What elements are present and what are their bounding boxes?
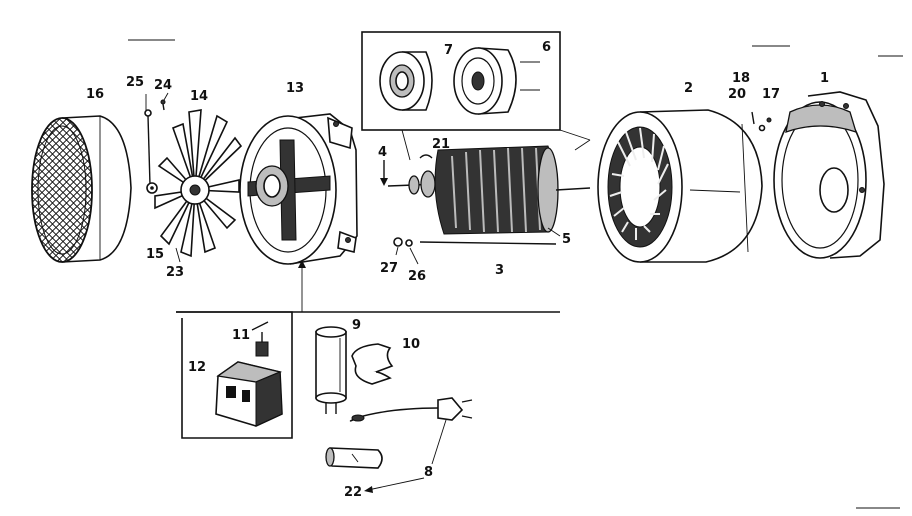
sleeve-icon: [325, 447, 383, 469]
callout-15: 15: [146, 247, 164, 262]
callout-1: 1: [820, 71, 829, 86]
pulley-icon: [453, 47, 540, 115]
callout-8: 8: [424, 465, 433, 480]
leader-lines: [145, 92, 561, 493]
callout-26: 26: [408, 269, 426, 284]
callout-6: 6: [542, 40, 551, 55]
callout-5: 5: [562, 232, 571, 247]
callout-20: 20: [728, 87, 746, 102]
capacitor-clamp-icon: [351, 343, 394, 385]
callout-24: 24: [154, 78, 172, 93]
through-bolt-icon: [393, 237, 557, 247]
washer-icon: [146, 182, 158, 194]
capacitor-icon: [315, 326, 347, 414]
callout-17: 17: [762, 87, 780, 102]
adapter-housing-icon: [773, 91, 885, 259]
receptacle-box-icon: [215, 361, 283, 427]
callout-3: 3: [495, 263, 504, 278]
rotor-icon: [387, 139, 591, 235]
callout-9: 9: [352, 318, 361, 333]
callout-labels: 1 2 3 4 5 6 7 8 9 10 11 12 13 14 15 16 1…: [86, 40, 829, 500]
callout-11: 11: [232, 328, 250, 343]
terminal-icon: [251, 321, 269, 357]
scan-marks: [128, 39, 903, 509]
callout-22: 22: [344, 485, 362, 500]
stator-hardware-icon: [751, 111, 772, 132]
callout-13: 13: [286, 81, 304, 96]
bearing-pulley-inset-box: [361, 31, 561, 131]
end-bell-housing-icon: [239, 113, 358, 265]
fan-guard-grille-icon: [31, 115, 132, 263]
bearing-icon: [379, 51, 433, 111]
callout-16: 16: [86, 87, 104, 102]
pin-icon: [419, 154, 433, 159]
callout-10: 10: [402, 337, 420, 352]
shaft-key-icon: [380, 160, 388, 186]
cooling-fan-icon: [154, 109, 243, 258]
callout-14: 14: [190, 89, 208, 104]
callout-23: 23: [166, 265, 184, 280]
callout-7: 7: [444, 43, 453, 58]
stator-icon: [597, 109, 763, 263]
callout-18: 18: [732, 71, 750, 86]
callout-21: 21: [432, 137, 450, 152]
callout-27: 27: [380, 261, 398, 276]
callout-25: 25: [126, 75, 144, 90]
callout-4: 4: [378, 145, 387, 160]
clip-hardware-icon: [144, 99, 166, 186]
cord-assembly-icon: [349, 397, 473, 465]
callout-12: 12: [188, 360, 206, 375]
callout-2: 2: [684, 81, 693, 96]
